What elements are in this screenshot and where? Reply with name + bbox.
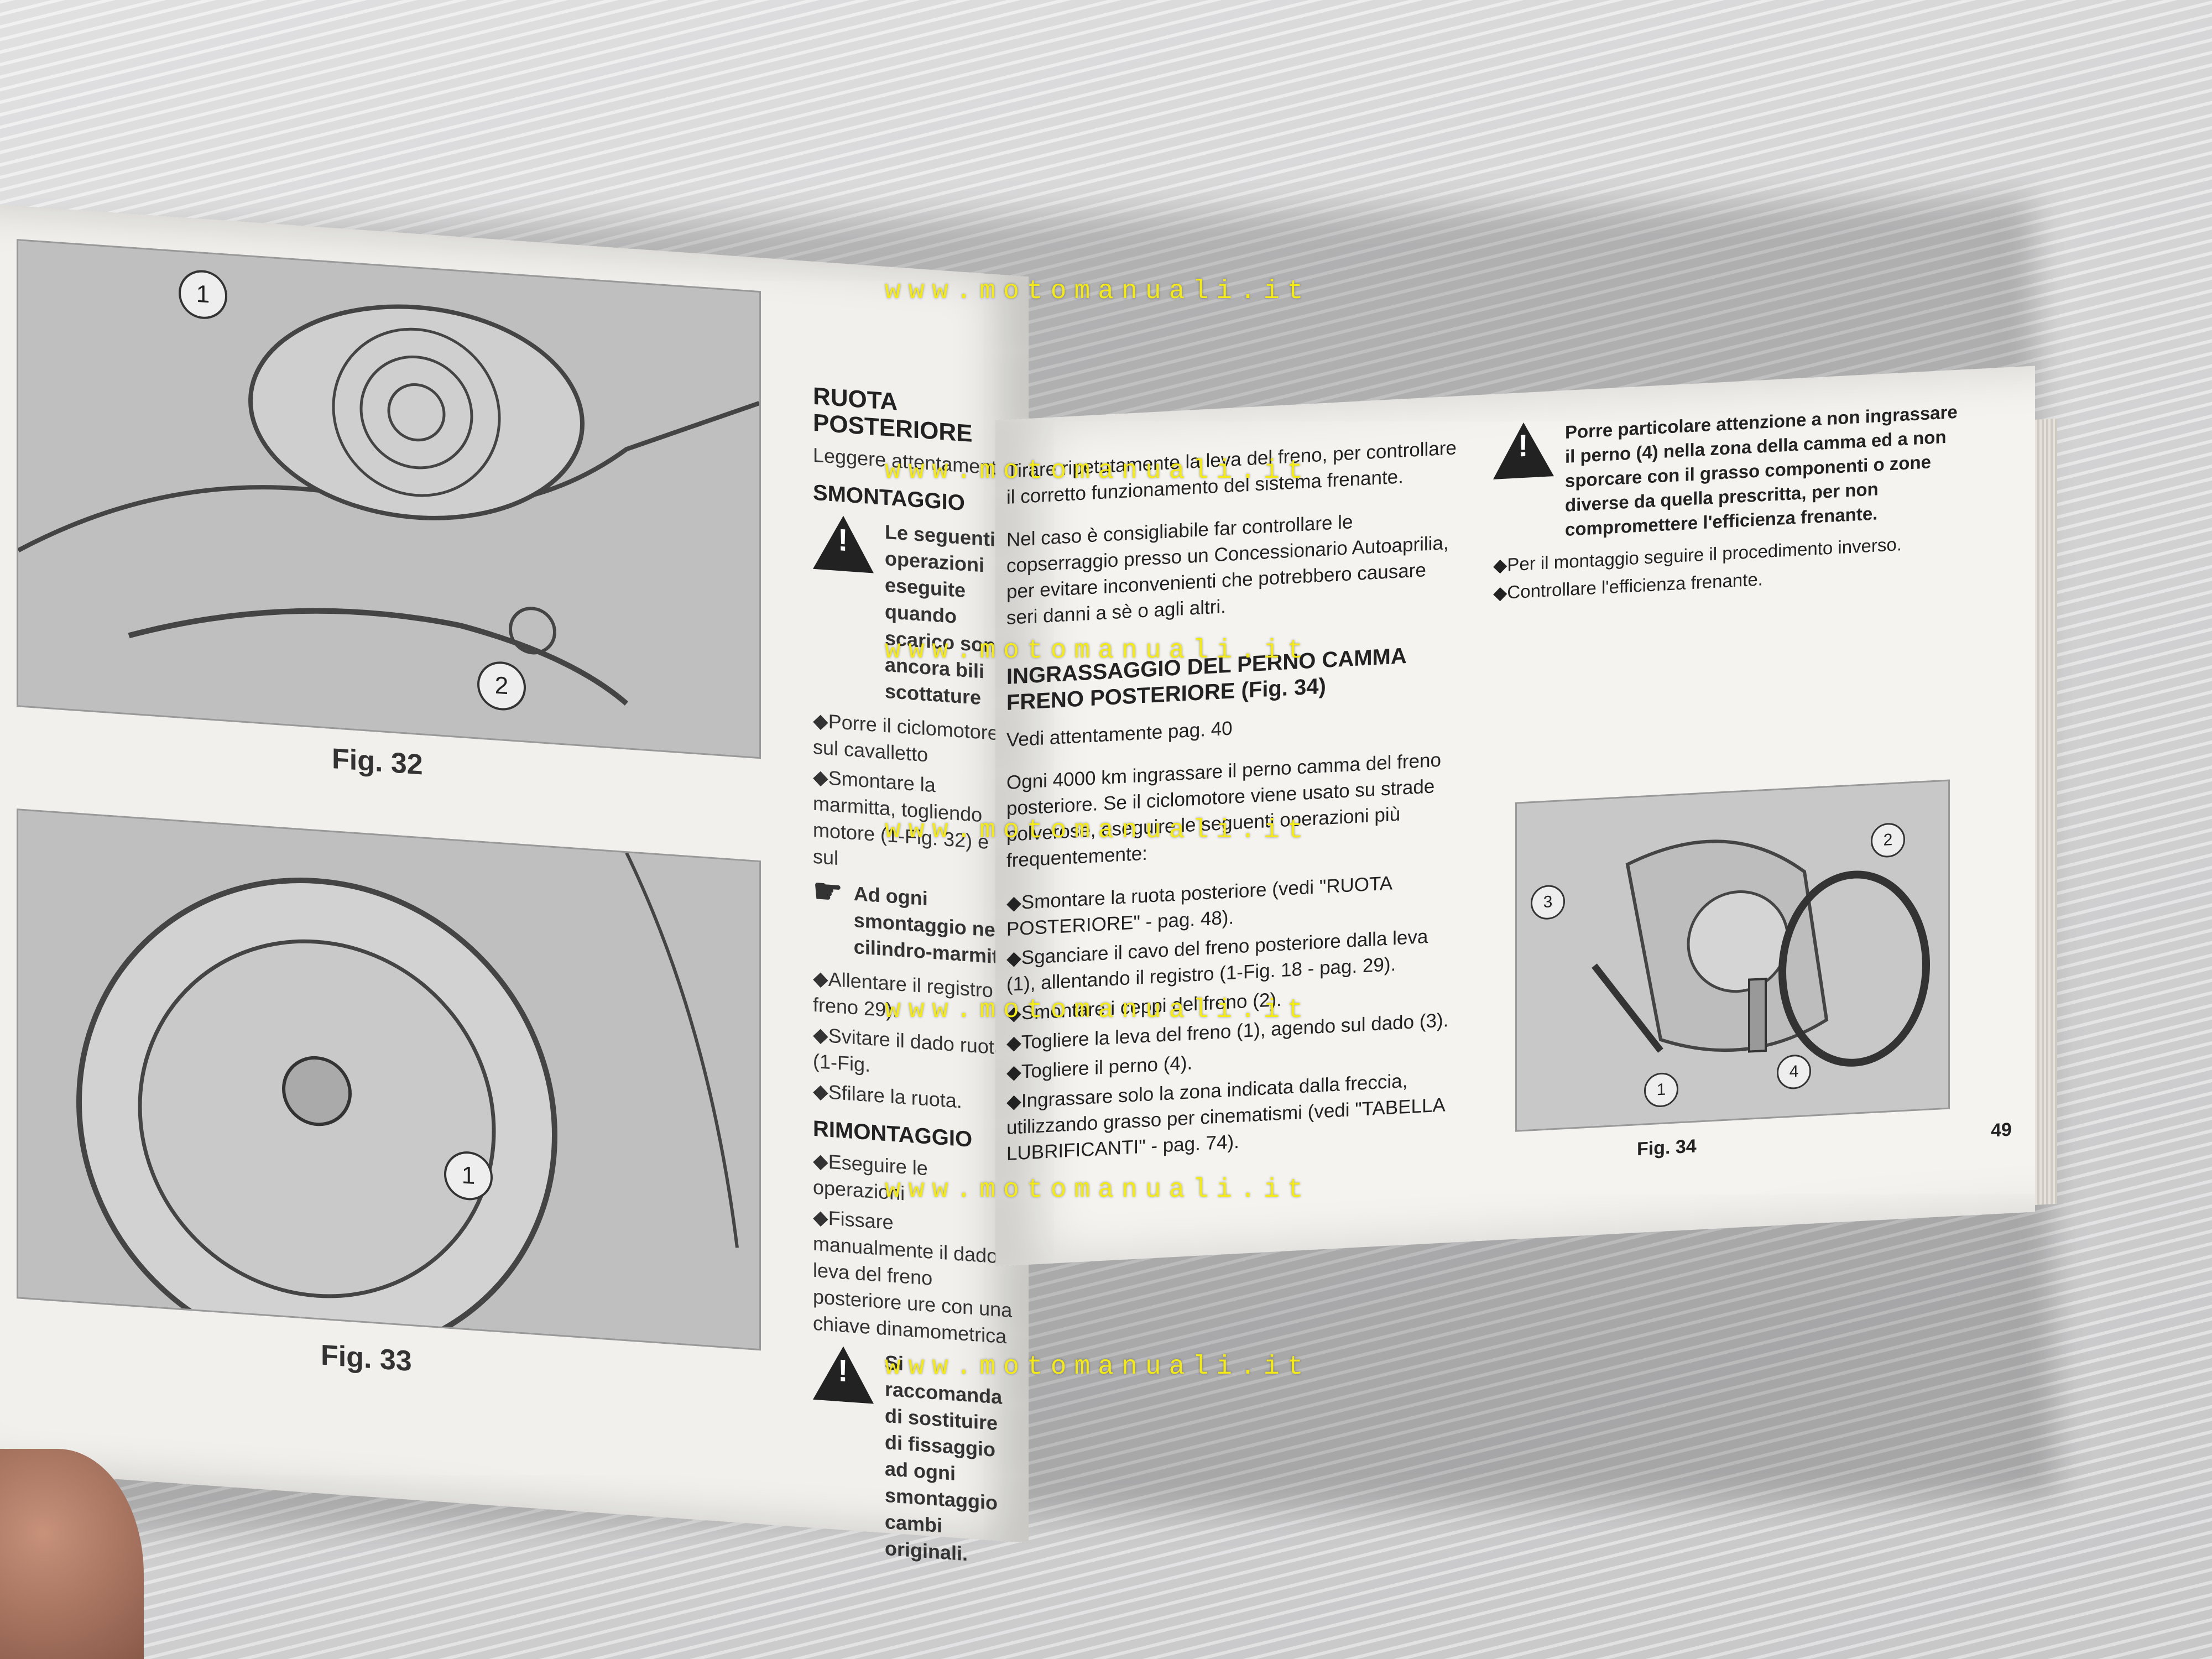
warning-icon xyxy=(1493,421,1554,479)
watermark: www.motomanuali.it xyxy=(885,1175,1311,1205)
watermark: www.motomanuali.it xyxy=(885,636,1311,666)
fig32-label: Fig. 32 xyxy=(332,742,423,781)
figure-33: 1 xyxy=(17,808,761,1351)
watermark: www.motomanuali.it xyxy=(885,995,1311,1025)
warning-text-3: Porre particolare attenzione a non ingra… xyxy=(1565,401,1958,540)
left-column-text: RUOTA POSTERIORE Leggere attentamente SM… xyxy=(813,383,1018,1579)
fig34-label: Fig. 34 xyxy=(1637,1135,1697,1160)
bullet: Porre il ciclomotore sul cavalletto xyxy=(813,707,1018,775)
figure-34: 3 2 1 4 xyxy=(1515,779,1950,1132)
bullet: Fissare manualmente il dado leva del fre… xyxy=(813,1204,1018,1351)
warning-box-1: Le seguenti operazioni eseguite quando s… xyxy=(813,513,1018,714)
right-page: Tirare ripetutamente la leva del freno, … xyxy=(995,366,2035,1266)
right-column-2: Porre particolare attenzione a non ingra… xyxy=(1493,392,1969,609)
scooter-engine-drawing xyxy=(17,304,760,706)
bullet: Svitare il dado ruota (1-Fig. xyxy=(813,1021,1018,1089)
heading-ruota: RUOTA POSTERIORE xyxy=(813,382,973,447)
rear-wheel-drawing xyxy=(76,852,739,1351)
note-text: Ad ogni smontaggio ne cilindro-marmitta xyxy=(853,881,1016,969)
pointing-hand-icon: ☛ xyxy=(813,872,843,911)
left-page: 1 2 Fig. 32 1 Fig. 33 RUOTA POSTERIORE L… xyxy=(0,205,1029,1565)
figure-32: 1 2 xyxy=(17,239,761,759)
note-box: ☛ Ad ogni smontaggio ne cilindro-marmitt… xyxy=(813,872,1018,972)
watermark: www.motomanuali.it xyxy=(885,1352,1311,1382)
watermark: www.motomanuali.it xyxy=(885,816,1311,846)
warning-icon xyxy=(813,1344,874,1404)
watermark: www.motomanuali.it xyxy=(885,276,1311,306)
page-number: 49 xyxy=(1991,1119,2012,1141)
fig33-label: Fig. 33 xyxy=(321,1339,412,1378)
brake-cam-drawing xyxy=(1592,839,1930,1067)
right-column-1: Tirare ripetutamente la leva del freno, … xyxy=(1006,435,1460,1170)
warning-box-3: Porre particolare attenzione a non ingra… xyxy=(1493,399,1969,546)
warning-text-2: Si raccomanda di sostituire di fissaggio… xyxy=(885,1350,1003,1566)
warning-icon xyxy=(813,513,874,573)
paragraph-3: Ogni 4000 km ingrassare il perno camma d… xyxy=(1006,749,1441,872)
watermark: www.motomanuali.it xyxy=(885,456,1311,486)
paragraph-2: Nel caso è consigliabile far controllare… xyxy=(1006,511,1449,629)
